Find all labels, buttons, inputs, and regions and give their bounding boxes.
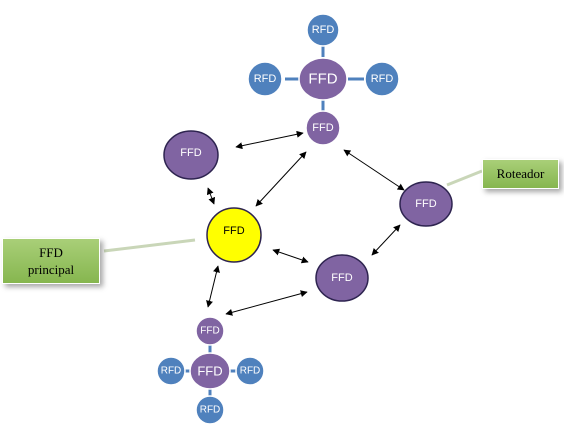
bottom-ffd-top-node: FFD xyxy=(195,316,225,346)
link-ffd-left-to-coordinator xyxy=(206,187,216,205)
top-rfd-left-node: RFD xyxy=(247,61,283,97)
bottom-ffd-center-label: FFD xyxy=(197,364,222,379)
router-callout-text: Roteador xyxy=(496,166,545,181)
coordinator-label-connector xyxy=(103,238,196,253)
coordinator-label: FFD xyxy=(223,225,244,237)
router-ffd-node: FFD xyxy=(399,181,453,227)
top-rfd-left-label: RFD xyxy=(254,73,277,85)
top-ffd-bottom-label: FFD xyxy=(312,122,333,134)
top-rfd-top-label: RFD xyxy=(312,24,335,36)
router-ffd-label: FFD xyxy=(415,198,436,210)
bottom-rfd-right-label: RFD xyxy=(240,366,261,377)
link-bottom-ffd-to-ffd-middle xyxy=(225,290,308,316)
router-callout: Roteador xyxy=(482,159,559,189)
link-coordinator-to-ffd-middle xyxy=(272,248,309,264)
ffd-left-node: FFD xyxy=(163,130,219,180)
coordinator-callout-line2: principal xyxy=(27,262,75,277)
router-label-connector xyxy=(446,169,483,187)
ffd-middle-node: FFD xyxy=(315,254,369,302)
top-rfd-right-label: RFD xyxy=(371,73,394,85)
top-ffd-center-label: FFD xyxy=(308,71,337,88)
bottom-ffd-top-label: FFD xyxy=(200,326,219,337)
link-coordinator-to-top-ffd xyxy=(255,151,307,207)
coordinator-node: FFD xyxy=(206,207,262,263)
top-ffd-center-node: FFD xyxy=(298,57,348,101)
coordinator-callout: FFD principal xyxy=(2,238,100,284)
top-ffd-bottom-node: FFD xyxy=(305,110,341,146)
ffd-middle-label: FFD xyxy=(331,272,352,284)
top-cluster-links xyxy=(285,45,364,112)
link-ffd-left-to-top-ffd xyxy=(235,130,304,150)
bottom-rfd-bottom-node: RFD xyxy=(195,395,225,425)
ffd-left-label: FFD xyxy=(180,147,201,159)
link-router-to-ffd-middle xyxy=(371,224,401,256)
bottom-rfd-left-label: RFD xyxy=(161,366,182,377)
link-top-ffd-to-router xyxy=(343,149,405,191)
bottom-rfd-bottom-label: RFD xyxy=(200,405,221,416)
link-coordinator-to-bottom-ffd xyxy=(206,265,220,308)
top-rfd-top-node: RFD xyxy=(306,13,340,47)
top-rfd-right-node: RFD xyxy=(364,61,400,97)
links xyxy=(206,130,405,316)
bottom-rfd-left-node: RFD xyxy=(156,356,186,386)
bottom-rfd-right-node: RFD xyxy=(235,356,265,386)
bottom-ffd-center-node: FFD xyxy=(189,352,231,390)
coordinator-callout-line1: FFD xyxy=(39,245,63,260)
